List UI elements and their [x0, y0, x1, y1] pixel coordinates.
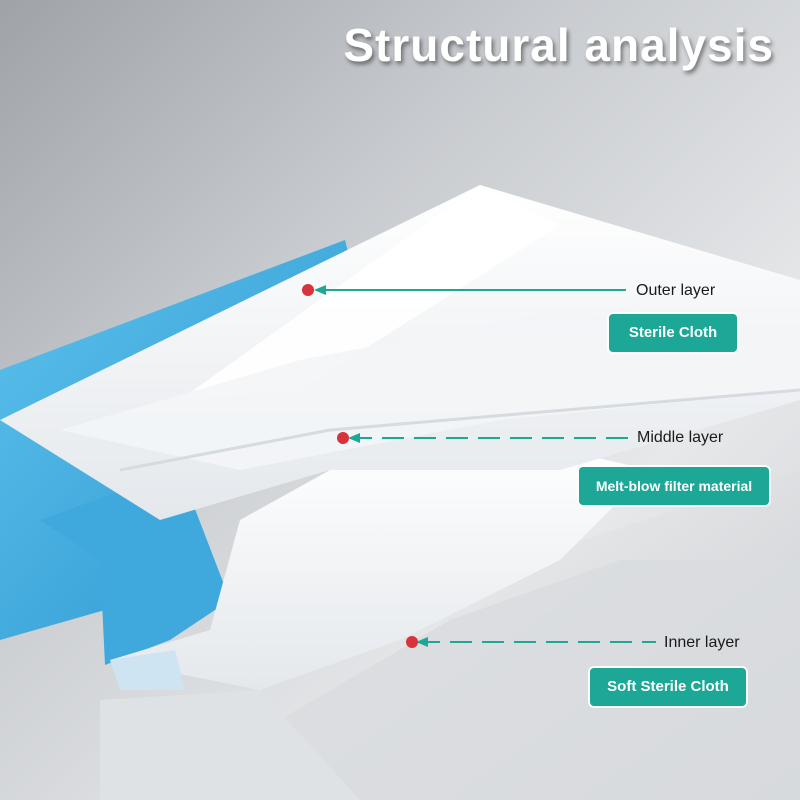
middle-layer-material-badge: Melt-blow filter material [579, 467, 769, 505]
page-title: Structural analysis [343, 19, 774, 71]
middle-layer-arrowhead [348, 433, 360, 443]
outer-fabric-pleat-1 [180, 185, 560, 400]
middle-fabric-edge [110, 650, 185, 690]
outer-layer-material-badge: Sterile Cloth [609, 314, 737, 352]
inner-fabric-fold [250, 560, 800, 800]
blue-fold-lower [40, 470, 230, 665]
middle-layer-marker [337, 432, 349, 444]
outer-layer-arrowhead [314, 285, 326, 295]
inner-layer-label: Inner layer [664, 634, 740, 651]
middle-layer-label: Middle layer [637, 429, 724, 446]
inner-layer-material-badge: Soft Sterile Cloth [590, 668, 746, 706]
outer-layer-label: Outer layer [636, 282, 716, 299]
inner-fabric-shadow [100, 690, 360, 800]
outer-layer-marker [302, 284, 314, 296]
inner-layer-arrowhead [416, 637, 428, 647]
outer-fabric-fold-line [119, 388, 800, 472]
middle-fabric [110, 440, 650, 690]
inner-layer-marker [406, 636, 418, 648]
